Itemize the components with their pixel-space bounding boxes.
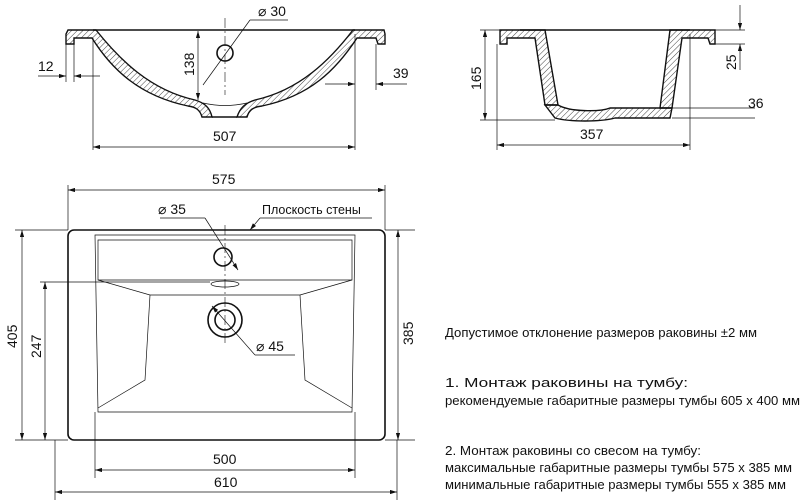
dim-overall-depth-label: 405 bbox=[4, 324, 20, 348]
mount2-min: минимальные габаритные размеры тумбы 555… bbox=[445, 478, 786, 492]
side-section-view: 165 25 36 357 bbox=[468, 5, 764, 150]
dim-side-depth-label: 357 bbox=[580, 126, 604, 142]
mount1-line: рекомендуемые габаритные размеры тумбы 6… bbox=[445, 394, 800, 408]
front-section-view: ⌀ 30 138 12 39 507 bbox=[38, 3, 409, 150]
dim-hole-label: ⌀ 30 bbox=[258, 3, 286, 19]
dim-overall-width-label: 610 bbox=[214, 474, 238, 490]
mount2-max: максимальные габаритные размеры тумбы 57… bbox=[445, 461, 792, 475]
mount1-title: 1. Монтаж раковины на тумбу: bbox=[445, 376, 688, 390]
dim-drain-offset-label: 247 bbox=[28, 334, 44, 358]
dim-flange-right-label: 39 bbox=[393, 65, 409, 81]
dim-bowl-width-label: 507 bbox=[213, 128, 237, 144]
wall-plane-label: Плоскость стены bbox=[262, 203, 361, 217]
plan-view: 575 ⌀ 35 Плоскость стены 405 247 ⌀ 45 38… bbox=[4, 171, 416, 500]
tolerance-note: Допустимое отклонение размеров раковины … bbox=[445, 326, 757, 340]
dim-height-label: 165 bbox=[468, 66, 484, 90]
installation-notes: Допустимое отклонение размеров раковины … bbox=[445, 326, 800, 492]
mount2-title: 2. Монтаж раковины со свесом на тумбу: bbox=[445, 444, 701, 458]
tap-hole bbox=[213, 247, 233, 267]
dim-rim-label: 25 bbox=[723, 54, 739, 70]
dim-basin-width-label: 500 bbox=[213, 451, 237, 467]
dim-tap-hole-label: ⌀ 35 bbox=[158, 201, 186, 217]
dim-depth-label: 138 bbox=[181, 52, 197, 76]
dim-inner-width-label: 575 bbox=[212, 171, 236, 187]
dim-inner-depth-label: 385 bbox=[400, 321, 416, 345]
dim-drain-label: ⌀ 45 bbox=[256, 338, 284, 354]
dim-flange-left-label: 12 bbox=[38, 58, 54, 74]
dim-bottom-label: 36 bbox=[748, 95, 764, 111]
